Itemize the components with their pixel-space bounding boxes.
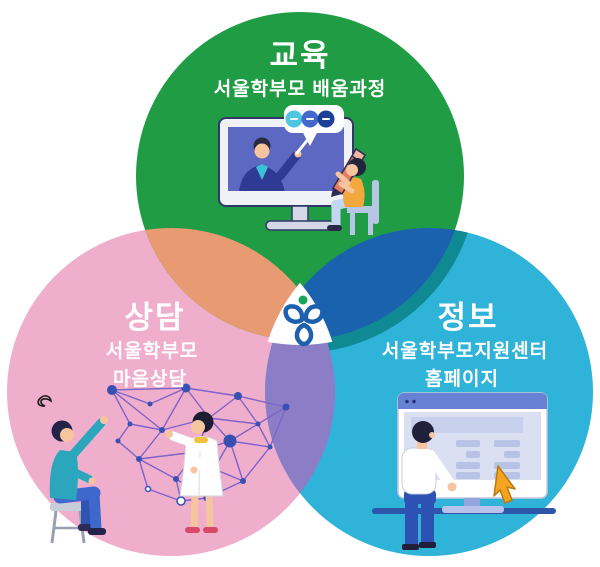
education-monitor-base bbox=[265, 220, 335, 231]
counseling-subtitle-line2: 마음상담 bbox=[113, 368, 187, 390]
education-subtitle: 서울학부모 배움과정 bbox=[214, 78, 387, 100]
website-illustration bbox=[372, 392, 556, 550]
standing-counselor bbox=[165, 411, 224, 533]
education-title: 교육 bbox=[269, 38, 330, 73]
monitor-base bbox=[442, 506, 504, 513]
stress-scribble-icon bbox=[37, 395, 53, 407]
yellow-scarf bbox=[194, 437, 208, 443]
monitor-stand bbox=[464, 498, 480, 508]
online-lecture-illustration bbox=[218, 105, 379, 235]
overlap-education-information bbox=[265, 228, 464, 340]
network-nodes bbox=[107, 383, 290, 506]
logo-dot bbox=[298, 295, 308, 305]
stool bbox=[50, 503, 86, 511]
counseling-title: 상담 bbox=[124, 300, 185, 335]
mind-network-illustration bbox=[37, 383, 290, 544]
education-monitor-stand bbox=[291, 205, 309, 223]
student-with-pencil bbox=[327, 147, 379, 235]
counseling-subtitle-line1: 서울학부모 bbox=[106, 340, 198, 362]
man-at-screen bbox=[401, 421, 457, 550]
sitting-parent bbox=[37, 395, 108, 544]
browser-title-bar bbox=[398, 393, 547, 409]
speech-bubble bbox=[284, 105, 344, 146]
parents-support-center-logo-icon bbox=[282, 295, 325, 345]
information-subtitle-line1: 서울학부모지원센터 bbox=[382, 340, 548, 362]
overlap-education-counseling bbox=[136, 228, 335, 340]
cursor-icon bbox=[493, 465, 516, 504]
information-subtitle-line2: 홈페이지 bbox=[425, 367, 499, 390]
information-title: 정보 bbox=[437, 300, 498, 335]
